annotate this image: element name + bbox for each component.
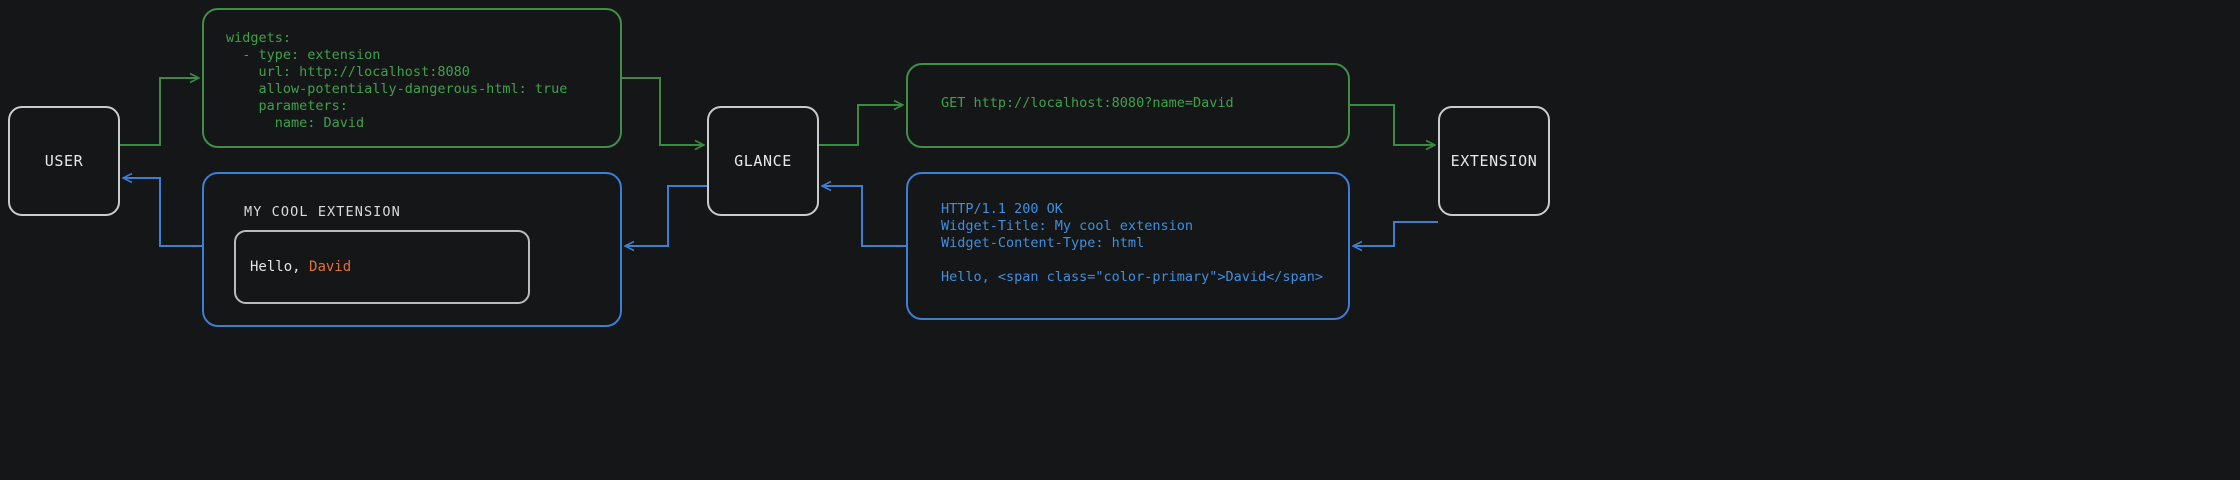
wire-request-to-extension: [1350, 104, 1434, 145]
wire-widget-to-user: [124, 178, 202, 247]
panel-http-response: HTTP/1.1 200 OK Widget-Title: My cool ex…: [906, 172, 1350, 320]
wire-glance-to-widget: [626, 185, 707, 246]
node-user-label: USER: [44, 152, 84, 170]
rendered-widget-greeting: Hello, David: [250, 259, 351, 275]
node-glance-label: GLANCE: [734, 152, 792, 170]
node-user[interactable]: USER: [8, 106, 120, 216]
rendered-widget-title: MY COOL EXTENSION: [244, 204, 401, 220]
wire-user-to-config: [120, 78, 198, 146]
http-request-code: GET http://localhost:8080?name=David: [941, 95, 1234, 111]
node-glance[interactable]: GLANCE: [707, 106, 819, 216]
node-extension[interactable]: EXTENSION: [1438, 106, 1550, 216]
wire-glance-to-request: [819, 105, 902, 146]
rendered-widget-card: Hello, David: [234, 230, 530, 304]
yaml-config-code: widgets: - type: extension url: http://l…: [226, 30, 568, 131]
wire-extension-to-response: [1354, 221, 1438, 246]
panel-yaml-config: widgets: - type: extension url: http://l…: [202, 8, 622, 148]
panel-rendered-widget: MY COOL EXTENSION Hello, David: [202, 172, 622, 327]
wire-config-to-glance: [622, 77, 703, 145]
wire-response-to-glance: [823, 186, 906, 247]
greeting-prefix: Hello,: [250, 259, 310, 275]
node-extension-label: EXTENSION: [1450, 152, 1538, 170]
panel-http-request: GET http://localhost:8080?name=David: [906, 63, 1350, 148]
http-response-code: HTTP/1.1 200 OK Widget-Title: My cool ex…: [941, 201, 1324, 285]
greeting-name: David: [309, 259, 352, 275]
